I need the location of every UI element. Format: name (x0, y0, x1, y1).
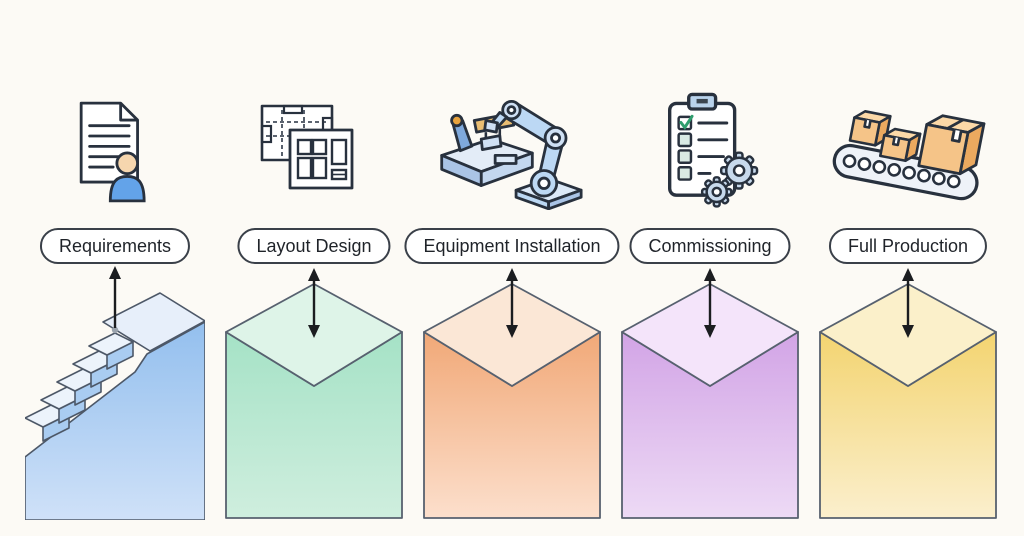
blueprint-icon (254, 102, 374, 196)
commissioning-column (621, 268, 799, 519)
stage-commissioning: Commissioning (620, 0, 800, 536)
stage-full-production: Full Production (818, 0, 998, 536)
stage-label-pill: Full Production (828, 228, 988, 264)
layout-design-column (225, 268, 403, 519)
stage-label: Equipment Installation (423, 236, 601, 256)
double-arrow-icon (308, 268, 320, 338)
stage-label: Commissioning (648, 236, 772, 256)
document-user-icon (68, 96, 162, 208)
conveyor-boxes-icon (826, 96, 990, 208)
equipment-installation-column (423, 268, 601, 519)
stage-label: Requirements (58, 236, 172, 256)
checklist-gears-icon (654, 92, 766, 210)
requirements-staircase (25, 266, 205, 520)
stage-layout-design: Layout Design (224, 0, 404, 536)
stage-equipment-installation: Equipment Installation (404, 0, 620, 536)
double-arrow-icon (902, 268, 914, 338)
double-arrow-icon (506, 268, 518, 338)
double-arrow-icon (704, 268, 716, 338)
stage-label-pill: Requirements (39, 228, 191, 264)
full-production-column (819, 268, 997, 519)
stage-label-pill: Commissioning (629, 228, 791, 264)
up-arrow-icon (109, 266, 121, 334)
stage-requirements: Requirements (25, 0, 205, 536)
stage-label-pill: Equipment Installation (404, 228, 620, 264)
robot-arm-icon (427, 88, 597, 210)
stage-label-pill: Layout Design (237, 228, 391, 264)
stage-label: Full Production (847, 236, 969, 256)
stage-label: Layout Design (256, 236, 372, 256)
